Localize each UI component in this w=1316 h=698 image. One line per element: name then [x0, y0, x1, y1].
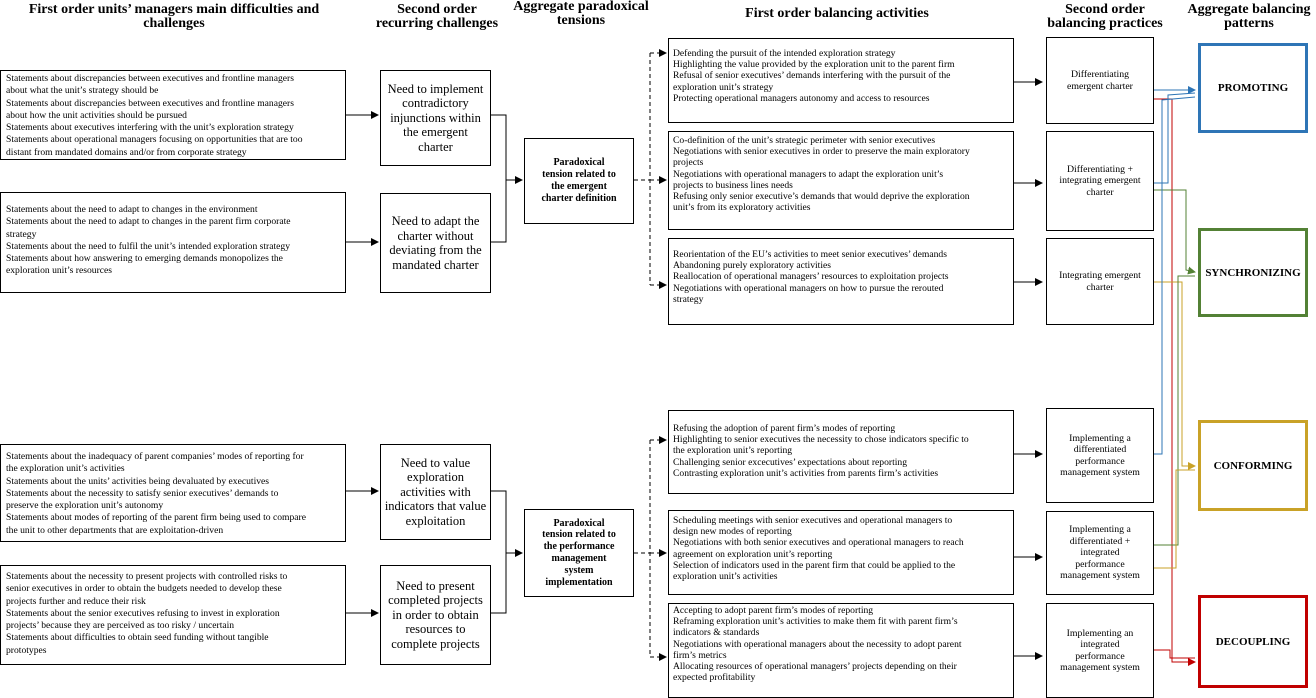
challenge-box-2: Need to adapt the charter without deviat… — [380, 193, 491, 293]
text-line: Negotiations with both senior executives… — [673, 537, 964, 549]
text-line: Statements about the senior executives r… — [6, 607, 280, 619]
text-line: about what the unit’s strategy should be — [6, 85, 159, 97]
text-line: firm’s metrics — [673, 649, 727, 661]
practice-box-2: Differentiating + integrating emergent c… — [1046, 131, 1154, 231]
text-line: indicators & standards — [673, 627, 760, 639]
pattern-promoting: PROMOTING — [1198, 43, 1308, 133]
text-line: Statements about how answering to emergi… — [6, 253, 283, 265]
header-first-order-activities: First order balancing activities — [745, 6, 929, 21]
activity-box-2: Co-definition of the unit’s strategic pe… — [668, 131, 1014, 230]
text-line: Refusing only senior executive’s demands… — [673, 191, 970, 203]
activity-box-3: Reorientation of the EU’s activities to … — [668, 238, 1014, 325]
text-line: Negotiations with senior executives in o… — [673, 146, 970, 158]
text-line: Reframing exploration unit’s activities … — [673, 616, 958, 628]
text-line: Statements about the need to adapt to ch… — [6, 204, 258, 215]
text-line: Refusal of senior executives’ demands in… — [673, 70, 951, 82]
text-line: projects further and reduce their risk — [6, 595, 146, 607]
text-line: Statements about the units’ activities b… — [6, 475, 270, 487]
text-line: design new modes of reporting — [673, 526, 792, 538]
text-line: Statements about the inadequacy of paren… — [6, 451, 304, 462]
text-line: distant from mandated domains and/or fro… — [6, 146, 247, 158]
text-line: exploration unit’s resources — [6, 265, 113, 277]
pattern-label: CONFORMING — [1213, 459, 1293, 472]
text-line: senior executives in order to obtain the… — [6, 583, 282, 595]
practice-box-6: Implementing an integrated performance m… — [1046, 603, 1154, 698]
header-second-order-challenges: Second order recurring challenges — [375, 2, 499, 31]
challenge-box-3: Need to value exploration activities wit… — [380, 444, 491, 540]
text-line: expected profitability — [673, 672, 756, 684]
text-line: Reallocation of operational managers’ re… — [673, 271, 949, 283]
pattern-conforming: CONFORMING — [1198, 420, 1308, 511]
practice-box-4: Implementing a differentiated performanc… — [1046, 408, 1154, 503]
practice-box-5: Implementing a differentiated + integrat… — [1046, 511, 1154, 595]
text-line: agreement on exploration unit’s reportin… — [673, 548, 833, 560]
pattern-label: SYNCHRONIZING — [1205, 266, 1301, 279]
text-line: Highlighting to senior executives the ne… — [673, 434, 969, 446]
pattern-decoupling: DECOUPLING — [1198, 595, 1308, 688]
text-line: projects to business lines needs — [673, 179, 793, 191]
text-line: Negotiations with operational managers o… — [673, 282, 944, 294]
text-line: Statements about the need to adapt to ch… — [6, 216, 291, 228]
statements-box-3: Statements about the inadequacy of paren… — [0, 444, 346, 542]
text-line: strategy — [673, 293, 704, 305]
practice-box-1: Differentiating emergent charter — [1046, 37, 1154, 124]
text-line: Scheduling meetings with senior executiv… — [673, 515, 953, 526]
text-line: Statements about modes of reporting of t… — [6, 512, 306, 524]
tension-box-1: Paradoxical tension related to the emerg… — [524, 138, 634, 224]
text-line: projects’ because they are perceived as … — [6, 620, 235, 632]
text-line: about how the unit activities should be … — [6, 109, 187, 121]
statements-box-1: Statements about discrepancies between e… — [0, 70, 346, 160]
text-line: Statements about discrepancies between e… — [6, 73, 294, 84]
text-line: Statements about operational managers fo… — [6, 134, 303, 146]
text-line: Highlighting the value provided by the e… — [673, 59, 955, 71]
text-line: Co-definition of the unit’s strategic pe… — [673, 135, 936, 146]
text-line: Negotiations with operational managers a… — [673, 638, 962, 650]
header-first-order-units: First order units’ managers main difficu… — [28, 2, 320, 31]
text-line: Allocating resources of operational mana… — [673, 661, 957, 673]
statements-box-2: Statements about the need to adapt to ch… — [0, 192, 346, 293]
text-line: Statements about difficulties to obtain … — [6, 632, 269, 644]
text-line: exploration unit’s activities — [673, 571, 778, 583]
text-line: Protecting operational managers autonomy… — [673, 92, 930, 104]
text-line: the exploration unit’s activities — [6, 463, 125, 475]
text-line: Statements about discrepancies between e… — [6, 97, 294, 109]
statements-box-4: Statements about the necessity to presen… — [0, 565, 346, 665]
activity-box-5: Scheduling meetings with senior executiv… — [668, 510, 1014, 595]
challenge-box-4: Need to present completed projects in or… — [380, 565, 491, 665]
text-line: Challenging senior excecutives’ expectat… — [673, 456, 907, 468]
text-line: Accepting to adopt parent firm’s modes o… — [673, 605, 874, 616]
practice-box-3: Integrating emergent charter — [1046, 238, 1154, 325]
text-line: exploration unit’s strategy — [673, 81, 774, 93]
text-line: Defending the pursuit of the intended ex… — [673, 48, 896, 59]
header-aggregate-patterns: Aggregate balancing patterns — [1187, 2, 1311, 31]
text-line: prototypes — [6, 644, 47, 656]
challenge-box-1: Need to implement contradictory injuncti… — [380, 70, 491, 166]
text-line: Reorientation of the EU’s activities to … — [673, 249, 947, 260]
activity-box-1: Defending the pursuit of the intended ex… — [668, 38, 1014, 123]
text-line: strategy — [6, 228, 37, 240]
activity-box-6: Accepting to adopt parent firm’s modes o… — [668, 603, 1014, 698]
text-line: Statements about the necessity to satisf… — [6, 487, 279, 499]
header-aggregate-tensions: Aggregate paradoxical tensions — [513, 0, 649, 28]
text-line: the unit to other departments that are e… — [6, 524, 224, 536]
text-line: Contrasting exploration unit’s activitie… — [673, 467, 939, 479]
tension-box-2: Paradoxical tension related to the perfo… — [524, 509, 634, 597]
pattern-synchronizing: SYNCHRONIZING — [1198, 228, 1308, 317]
text-line: preserve the exploration unit’s autonomy — [6, 500, 164, 512]
text-line: Negotiations with operational managers t… — [673, 168, 944, 180]
pattern-label: DECOUPLING — [1215, 635, 1291, 648]
text-line: Abandoning purely exploratory activities — [673, 260, 831, 272]
text-line: unit’s from its exploratory activities — [673, 202, 811, 214]
text-line: Refusing the adoption of parent firm’s m… — [673, 423, 896, 434]
text-line: projects — [673, 157, 704, 169]
activity-box-4: Refusing the adoption of parent firm’s m… — [668, 410, 1014, 494]
header-second-order-practices: Second order balancing practices — [1047, 2, 1163, 31]
text-line: Statements about the need to fulfil the … — [6, 240, 291, 252]
text-line: Statements about the necessity to presen… — [6, 571, 288, 582]
text-line: Selection of indicators used in the pare… — [673, 559, 956, 571]
text-line: the exploration unit’s reporting — [673, 445, 793, 457]
text-line: Statements about executives interfering … — [6, 122, 294, 134]
pattern-label: PROMOTING — [1217, 82, 1289, 94]
